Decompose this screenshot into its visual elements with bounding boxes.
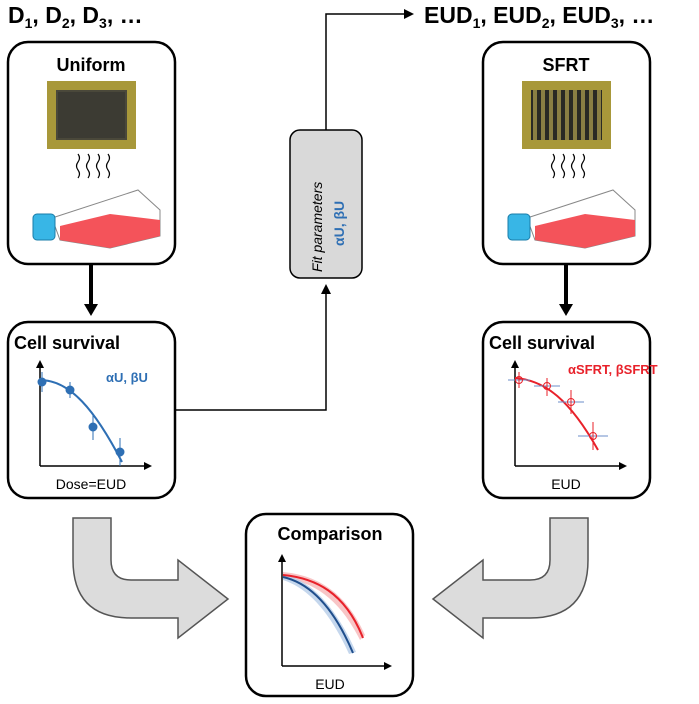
uniform-panel: Uniform (6, 40, 177, 266)
uniform-title: Uniform (57, 55, 126, 75)
connector-survival-to-fit (175, 284, 331, 411)
curved-arrow-right (431, 517, 589, 640)
comparison-panel: Comparison EUD (244, 512, 415, 698)
survival-right-title: Cell survival (489, 333, 595, 353)
survival-panel-left: Cell survival αU, βU Dose=EUD (6, 320, 177, 500)
data-point (508, 372, 608, 450)
comparison-title: Comparison (277, 524, 382, 544)
comparison-curve-sfrt (282, 574, 364, 639)
comparison-xlabel: EUD (315, 676, 345, 692)
cell-flask-icon (32, 189, 161, 249)
eud-list-right: EUD1, EUD2, EUD3, … (424, 2, 654, 31)
survival-panel-right: Cell survival αSFRT, βSFRT EUD (481, 320, 658, 500)
fit-curve-uniform (39, 379, 123, 463)
radiation-icon (550, 153, 586, 179)
data-point (37, 372, 125, 466)
dose-list-left: D1, D2, D3, … (8, 2, 143, 31)
survival-right-xlabel: EUD (551, 476, 581, 492)
comparison-curve-uniform (282, 576, 354, 654)
sfrt-panel: SFRT (481, 40, 652, 266)
radiation-icon (75, 153, 111, 179)
fit-parameters-box: Fit parameters αU, βU (289, 129, 363, 279)
survival-right-params: αSFRT, βSFRT (568, 362, 658, 377)
comparison-band-uniform (283, 574, 356, 654)
curved-arrow-left (72, 517, 230, 640)
sfrt-title: SFRT (543, 55, 590, 75)
survival-left-xlabel: Dose=EUD (56, 476, 126, 492)
fit-parameters-label: Fit parameters (309, 182, 325, 272)
cell-flask-icon (507, 189, 636, 249)
survival-left-title: Cell survival (14, 333, 120, 353)
survival-left-params: αU, βU (106, 370, 148, 385)
connector-fit-to-eud (325, 9, 414, 130)
fit-parameters-values: αU, βU (331, 201, 347, 246)
